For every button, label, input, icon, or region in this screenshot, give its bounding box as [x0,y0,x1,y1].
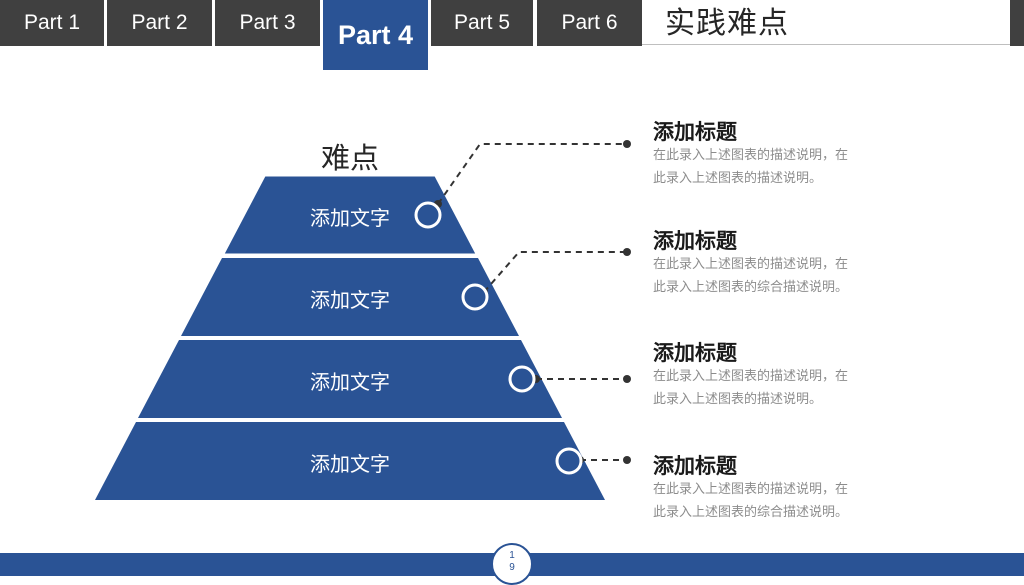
item-4-title: 添加标题 [653,453,737,478]
pyramid-layer-3[interactable] [138,340,562,418]
pyramid-layer-1-text: 添加文字 [310,206,390,230]
item-3-desc-line-2: 此录入上述图表的描述说明。 [653,392,823,407]
item-3-desc-line-1: 在此录入上述图表的描述说明，在 [653,369,849,384]
connector-2 [483,251,627,293]
page-number: 19 [509,550,515,573]
item-1-title: 添加标题 [653,119,737,144]
pyramid [95,175,605,500]
pyramid-layer-2[interactable] [181,258,519,336]
item-2-title: 添加标题 [653,228,737,253]
title-underline [642,44,1010,45]
item-2-desc: 在此录入上述图表的描述说明，在 此录入上述图表的综合描述说明。 [653,253,893,299]
top-nav: Part 1 Part 2 Part 3 Part 4 Part 5 Part … [0,0,1024,70]
dot-3-end [623,375,631,383]
item-3-title: 添加标题 [653,340,737,365]
corner-block [1010,0,1024,46]
dot-1-end [623,140,631,148]
pyramid-layer-2-text: 添加文字 [310,288,390,312]
edge-node-2 [461,283,489,311]
tab-part-5[interactable]: Part 5 [431,0,533,46]
tab-part-6[interactable]: Part 6 [537,0,642,46]
item-1-desc-line-2: 此录入上述图表的描述说明。 [653,171,823,186]
pyramid-layer-4[interactable] [95,422,605,500]
item-1-desc: 在此录入上述图表的描述说明，在 此录入上述图表的描述说明。 [653,144,893,190]
edge-nodes [414,201,583,475]
edge-node-3 [508,365,536,393]
edge-node-1 [414,201,442,229]
item-4-desc: 在此录入上述图表的描述说明，在 此录入上述图表的综合描述说明。 [653,478,893,524]
dot-4-end [623,456,631,464]
section-title: 实践难点 [665,6,789,41]
item-2-desc-line-1: 在此录入上述图表的描述说明，在 [653,257,849,272]
edge-node-4 [555,447,583,475]
dot-2-end [623,248,631,256]
pyramid-label: 难点 [320,141,379,175]
item-4-desc-line-2: 此录入上述图表的综合描述说明。 [653,505,849,520]
tab-part-4[interactable]: Part 4 [323,0,428,70]
connector-lines [437,143,627,461]
pyramid-layer-3-text: 添加文字 [310,370,390,394]
pyramid-layer-4-text: 添加文字 [310,452,390,476]
item-4-desc-line-1: 在此录入上述图表的描述说明，在 [653,482,849,497]
item-1-desc-line-1: 在此录入上述图表的描述说明，在 [653,148,849,163]
tab-part-1[interactable]: Part 1 [0,0,104,46]
pyramid-layer-1[interactable] [223,175,477,255]
item-2-desc-line-2: 此录入上述图表的综合描述说明。 [653,280,849,295]
connector-1 [437,143,627,205]
item-3-desc: 在此录入上述图表的描述说明，在 此录入上述图表的描述说明。 [653,365,893,411]
tab-part-2[interactable]: Part 2 [107,0,212,46]
tab-part-3[interactable]: Part 3 [215,0,320,46]
